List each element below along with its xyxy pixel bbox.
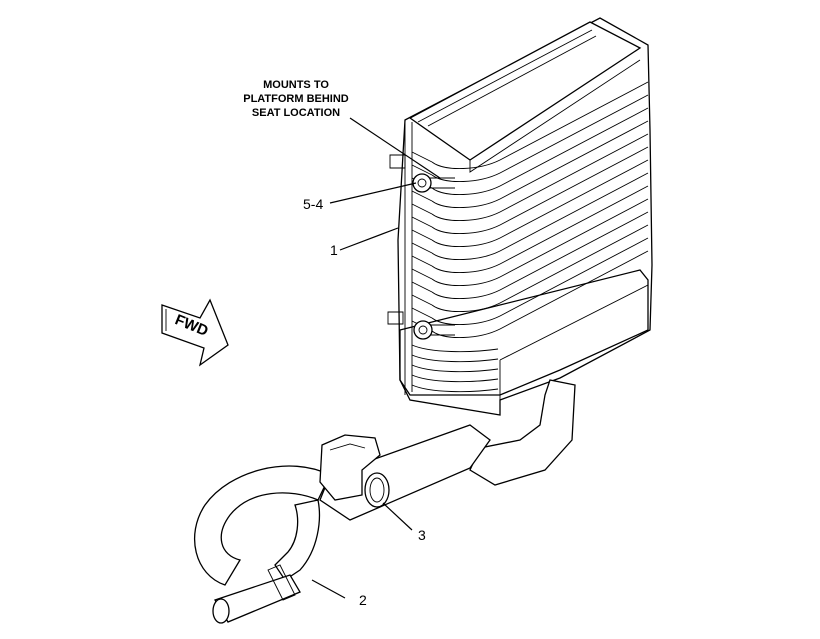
mounting-bolt-lower (413, 320, 455, 340)
housing-fins (411, 81, 649, 393)
callout-clamp: 3 (418, 527, 426, 543)
mount-note-line-1: MOUNTS TO (263, 79, 329, 91)
drain-hose (193, 379, 576, 624)
hose-clamp (319, 434, 390, 508)
housing-fin (431, 120, 649, 209)
callout-housing: 1 (330, 242, 338, 258)
housing-fin (431, 250, 649, 339)
lower-box-fin (411, 354, 499, 363)
housing-fin-edge (411, 242, 433, 254)
housing-fin (431, 146, 649, 235)
housing-fin (431, 133, 649, 222)
housing-fin (431, 198, 649, 287)
lower-box-fin (411, 344, 499, 353)
lower-box-fin (411, 384, 499, 393)
housing-fin (431, 172, 649, 261)
finned-housing (397, 17, 653, 416)
housing-fin (431, 224, 649, 313)
housing-fin-edge (411, 164, 433, 176)
leader-lines (311, 117, 441, 599)
housing-fin (431, 159, 649, 248)
mounting-bolt-upper (412, 173, 455, 193)
housing-fin-edge (411, 190, 433, 202)
callout-bolt: 5-4 (303, 196, 323, 212)
lower-box-fin (411, 364, 499, 373)
housing-fin-edge (411, 294, 433, 306)
housing-fin (431, 107, 649, 196)
fwd-arrow-icon: FWD (161, 298, 229, 367)
housing-fin-edge (411, 268, 433, 280)
housing-fin-edge (411, 255, 433, 267)
housing-fin-edge (411, 307, 433, 319)
housing-fin (431, 185, 649, 274)
lower-box-fin (411, 374, 499, 383)
mount-note-line-2: PLATFORM BEHIND (243, 93, 349, 105)
housing-fin-edge (411, 151, 433, 163)
housing-fin-edge (411, 281, 433, 293)
housing-fin (431, 211, 649, 300)
housing-lower-box (399, 269, 649, 412)
housing-fin (431, 81, 649, 170)
housing-fin-edge (411, 229, 433, 241)
housing-fin-edge (411, 203, 433, 215)
housing-fin-edge (411, 216, 433, 228)
side-bracket-tabs (387, 154, 406, 325)
mount-note-line-3: SEAT LOCATION (252, 107, 340, 119)
callout-hose: 2 (359, 592, 367, 608)
